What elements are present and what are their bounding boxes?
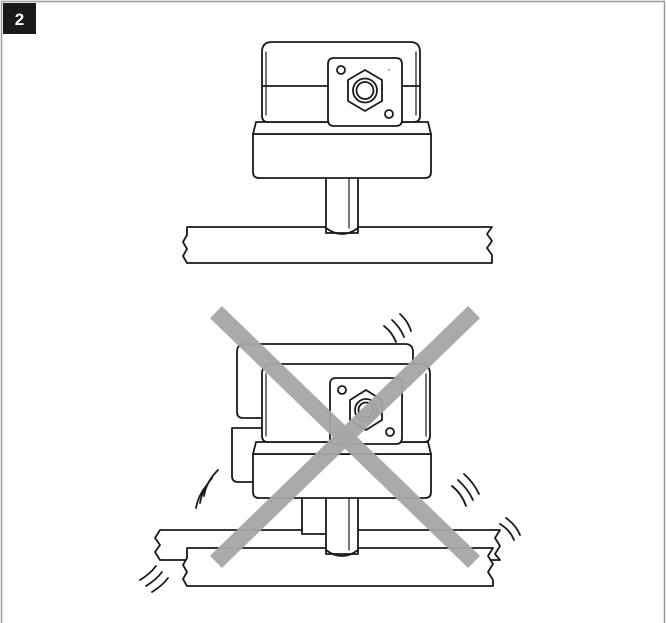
vibration-marks	[139, 313, 521, 593]
sensor-stem	[325, 171, 359, 235]
figure-number: 2	[15, 10, 24, 29]
prohibited-cross-icon	[209, 305, 481, 569]
connector-plate	[327, 57, 403, 127]
pipe	[182, 226, 493, 264]
sensor-mounted-on-pipe-icon	[182, 41, 493, 264]
figure-number-badge: 2	[3, 3, 36, 34]
sensor-lower-housing	[252, 121, 432, 179]
